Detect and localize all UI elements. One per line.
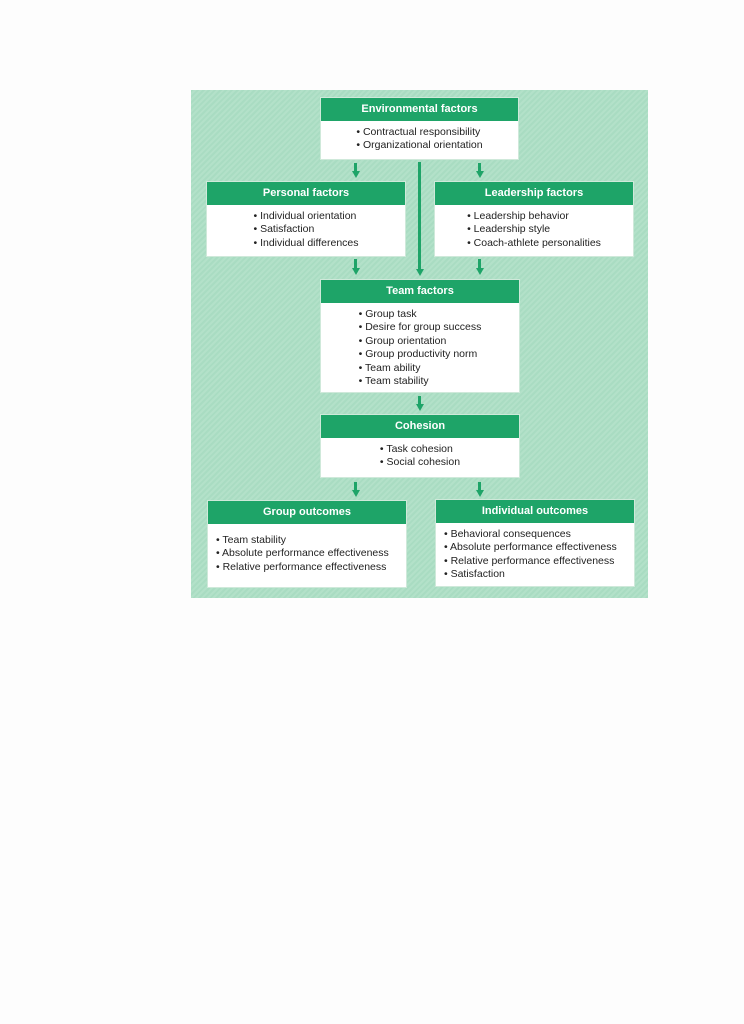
- group-outcomes-box: Group outcomes Team stability Absolute p…: [207, 500, 407, 588]
- connector-line: [354, 259, 357, 269]
- arrow-head: [475, 268, 484, 275]
- arrow-head: [351, 268, 360, 275]
- item-list: Team stability Absolute performance effe…: [208, 524, 406, 574]
- individual-outcomes-box: Individual outcomes Behavioral consequen…: [435, 499, 635, 587]
- list-item: Team stability: [216, 534, 406, 547]
- connector-line: [478, 163, 481, 172]
- cohesion-box: Cohesion Task cohesion Social cohesion: [320, 414, 520, 478]
- connector-line: [354, 482, 357, 491]
- list-item: Absolute performance effectiveness: [444, 541, 634, 554]
- list-item: Relative performance effectiveness: [444, 555, 634, 568]
- box-title: Team factors: [321, 280, 519, 303]
- list-item: Leadership behavior: [467, 210, 601, 223]
- box-title: Group outcomes: [208, 501, 406, 524]
- personal-factors-box: Personal factors Individual orientation …: [206, 181, 406, 257]
- leadership-factors-box: Leadership factors Leadership behavior L…: [434, 181, 634, 257]
- arrow-head: [475, 171, 484, 178]
- environmental-factors-box: Environmental factors Contractual respon…: [320, 97, 519, 160]
- list-item: Social cohesion: [380, 456, 461, 469]
- arrow-head: [351, 490, 360, 497]
- arrow-head: [351, 171, 360, 178]
- list-item: Relative performance effectiveness: [216, 561, 406, 574]
- box-title: Cohesion: [321, 415, 519, 438]
- box-title: Leadership factors: [435, 182, 633, 205]
- box-title: Personal factors: [207, 182, 405, 205]
- arrow-head: [415, 404, 424, 411]
- list-item: Satisfaction: [444, 568, 634, 581]
- list-item: Behavioral consequences: [444, 528, 634, 541]
- list-item: Individual differences: [253, 237, 358, 250]
- list-item: Organizational orientation: [356, 139, 483, 152]
- list-item: Contractual responsibility: [356, 126, 482, 139]
- list-item: Group task: [359, 308, 482, 321]
- list-item: Task cohesion: [380, 443, 460, 456]
- box-title: Individual outcomes: [436, 500, 634, 523]
- list-item: Coach-athlete personalities: [467, 237, 601, 250]
- item-list: Contractual responsibility Organizationa…: [356, 121, 483, 153]
- team-factors-box: Team factors Group task Desire for group…: [320, 279, 520, 393]
- list-item: Absolute performance effectiveness: [216, 547, 406, 560]
- list-item: Individual orientation: [253, 210, 358, 223]
- list-item: Group productivity norm: [359, 348, 482, 361]
- item-list: Task cohesion Social cohesion: [380, 438, 460, 470]
- item-list: Individual orientation Satisfaction Indi…: [253, 205, 358, 250]
- connector-env-to-team: [418, 162, 421, 270]
- connector-line: [418, 396, 421, 405]
- list-item: Team ability: [359, 362, 482, 375]
- connector-line: [478, 259, 481, 269]
- list-item: Team stability: [359, 375, 482, 388]
- arrow-head: [475, 490, 484, 497]
- list-item: Desire for group success: [359, 321, 481, 334]
- item-list: Group task Desire for group success Grou…: [359, 303, 482, 388]
- box-title: Environmental factors: [321, 98, 518, 121]
- arrow-head: [415, 269, 424, 276]
- connector-line: [478, 482, 481, 491]
- connector-line: [354, 163, 357, 172]
- list-item: Leadership style: [467, 223, 601, 236]
- item-list: Behavioral consequences Absolute perform…: [436, 523, 634, 582]
- list-item: Satisfaction: [253, 223, 358, 236]
- item-list: Leadership behavior Leadership style Coa…: [467, 205, 601, 250]
- list-item: Group orientation: [359, 335, 482, 348]
